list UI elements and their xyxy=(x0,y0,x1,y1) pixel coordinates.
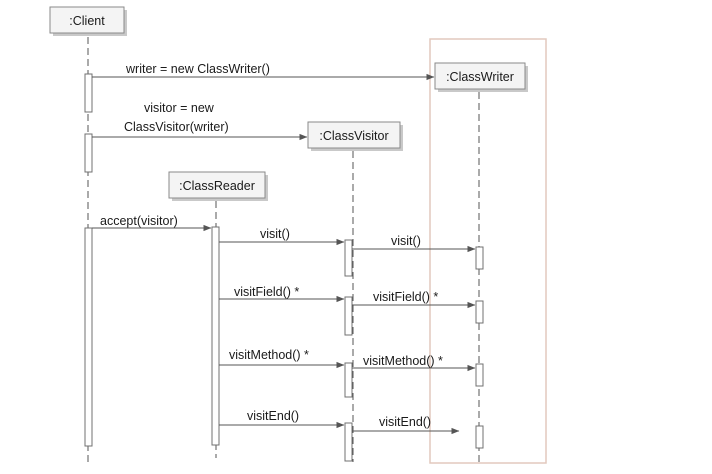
class-visitor-participant-label: :ClassVisitor xyxy=(319,129,388,143)
class-writer-activation-visit xyxy=(475,246,484,270)
class-writer-participant: :ClassWriter xyxy=(434,62,528,92)
client-activation-1 xyxy=(84,73,93,113)
visit-end-visitor-label: visitEnd() xyxy=(379,415,431,429)
class-visitor-participant: :ClassVisitor xyxy=(307,121,403,151)
accept-label: accept(visitor) xyxy=(100,214,178,228)
writer-new-label: writer = new ClassWriter() xyxy=(125,62,270,76)
class-visitor-activation-end xyxy=(344,422,353,462)
visit-field-visitor-label: visitField() * xyxy=(373,290,438,304)
class-writer-activation-end xyxy=(475,425,484,449)
class-visitor-activation-field xyxy=(344,296,353,336)
visit-field-reader-label: visitField() * xyxy=(234,285,299,299)
class-writer-activation-field xyxy=(475,300,484,324)
client-participant-label: :Client xyxy=(69,14,105,28)
visit-reader-label: visit() xyxy=(260,227,290,241)
visitor-new-label-line1: visitor = new xyxy=(144,101,215,115)
class-visitor-activation-method xyxy=(344,362,353,398)
visit-visitor-label: visit() xyxy=(391,234,421,248)
class-reader-participant: :ClassReader xyxy=(168,171,268,201)
class-writer-participant-label: :ClassWriter xyxy=(446,70,514,84)
class-writer-activation-method xyxy=(475,363,484,387)
client-activation-3 xyxy=(84,227,93,447)
visit-end-reader-label: visitEnd() xyxy=(247,409,299,423)
class-writer-highlight-frame xyxy=(429,38,547,464)
visit-method-visitor-label: visitMethod() * xyxy=(363,354,443,368)
client-participant: :Client xyxy=(49,6,127,36)
visit-method-reader-label: visitMethod() * xyxy=(229,348,309,362)
class-visitor-activation-visit xyxy=(344,239,353,277)
visitor-new-label-line2: ClassVisitor(writer) xyxy=(124,120,229,134)
client-activation-2 xyxy=(84,133,93,173)
class-reader-activation xyxy=(211,226,220,446)
class-reader-participant-label: :ClassReader xyxy=(179,179,255,193)
